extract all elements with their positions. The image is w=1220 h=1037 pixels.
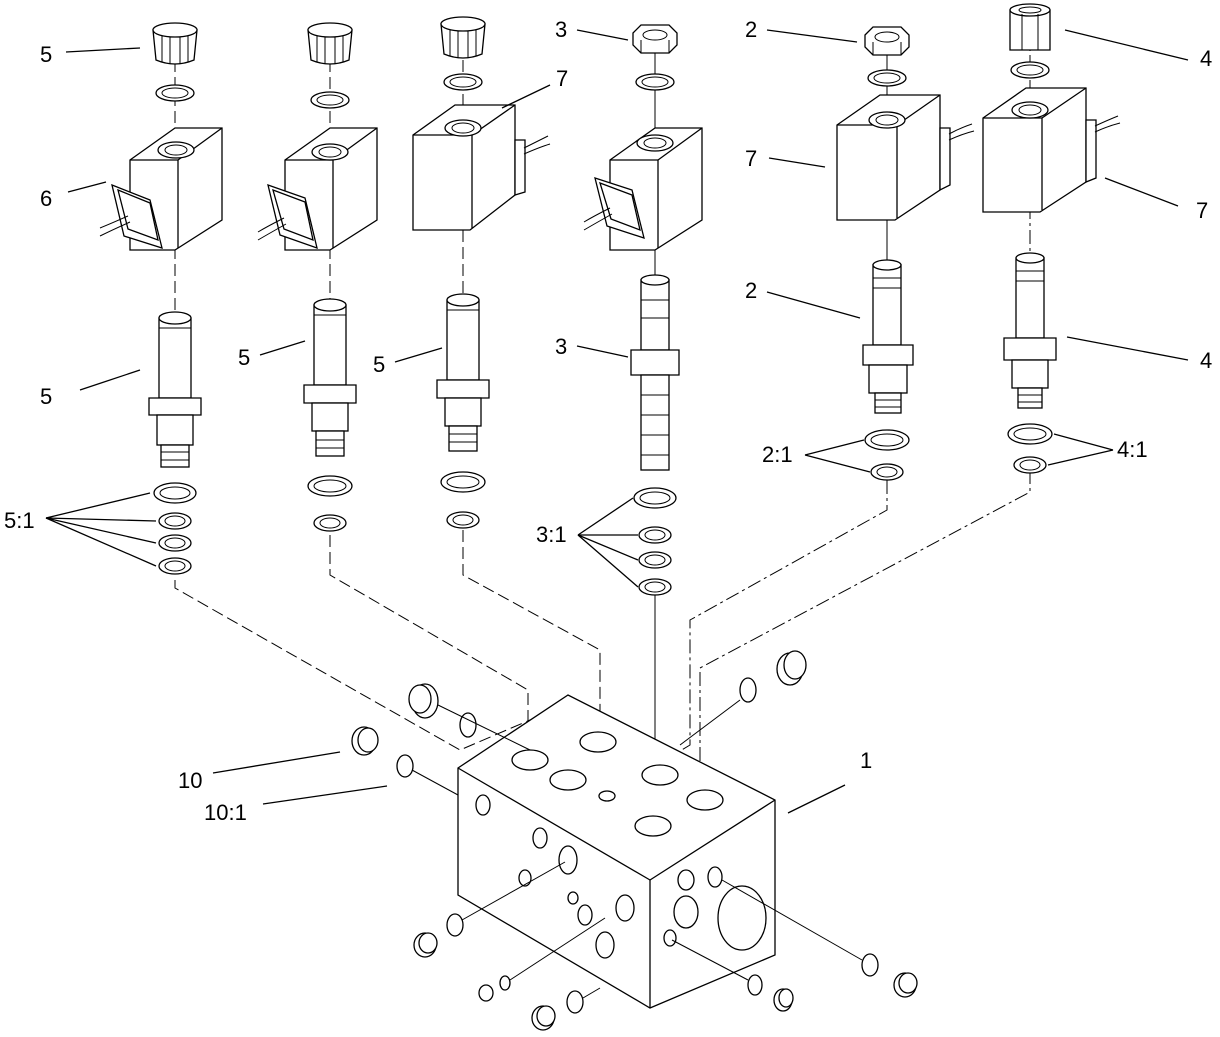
callout-3-1: 3:1	[536, 522, 567, 547]
valve-5c	[436, 293, 490, 452]
knurled-knob-2	[307, 22, 353, 65]
callout-4-nut: 4	[1200, 46, 1212, 71]
callout-4-valve: 4	[1200, 348, 1212, 373]
valve-3	[630, 274, 680, 471]
callout-1-manifold: 1	[860, 748, 872, 773]
plug-10	[351, 726, 459, 796]
callout-4-1: 4:1	[1117, 437, 1148, 462]
valve-5b	[303, 298, 357, 457]
valve-4	[1003, 252, 1057, 409]
callout-2-valve: 2	[745, 278, 757, 303]
manifold-block	[457, 694, 776, 1009]
coil-3	[583, 127, 703, 251]
plugs	[351, 650, 918, 1031]
hex-nut-3	[632, 24, 678, 54]
knurled-knob-3	[440, 16, 486, 59]
callout-10-plug: 10	[178, 768, 202, 793]
plug-bottom-4	[671, 939, 794, 1012]
callout-2-1: 2:1	[762, 442, 793, 467]
callout-7-coil-a: 7	[556, 66, 568, 91]
knurled-knob-1	[152, 22, 198, 65]
callout-10-1: 10:1	[204, 800, 247, 825]
o-ring-stacks	[153, 423, 1053, 596]
plug-bottom-2	[478, 917, 606, 1002]
callout-7-coil-c: 7	[1196, 198, 1208, 223]
callout-6-coil: 6	[40, 186, 52, 211]
top-o-rings	[155, 61, 1050, 109]
plug-top-right	[679, 650, 807, 746]
cartridge-valves	[148, 252, 1057, 471]
callout-5-valve-a: 5	[40, 384, 52, 409]
coils	[99, 87, 1121, 251]
callout-3-nut: 3	[555, 17, 567, 42]
callout-7-coil-b: 7	[745, 146, 757, 171]
coil-7b	[836, 94, 975, 221]
valve-5a	[148, 311, 202, 468]
knob-nut-row	[152, 3, 1051, 65]
callout-2-nut: 2	[745, 17, 757, 42]
plug-top-left	[408, 683, 531, 751]
callout-5-valve-b: 5	[238, 345, 250, 370]
coil-6	[99, 127, 223, 251]
plug-bottom-1	[413, 861, 566, 958]
callout-5-knob: 5	[40, 42, 52, 67]
callout-3-valve: 3	[555, 334, 567, 359]
callout-labels: 5 6 5 5 5 5:1 7 3 3 3:1 2 7 2 2:1 4 7 4 …	[4, 17, 1212, 825]
plug-bottom-3	[531, 987, 601, 1031]
valve-2	[862, 259, 914, 414]
callout-5-valve-c: 5	[373, 352, 385, 377]
callout-5-1: 5:1	[4, 508, 35, 533]
leader-lines	[45, 29, 1189, 814]
coil-5b	[257, 127, 378, 251]
coil-7a	[412, 104, 551, 231]
hex-nut-2	[864, 26, 910, 56]
plug-bottom-5	[721, 879, 918, 998]
coil-7c	[982, 87, 1121, 213]
hex-cap-4	[1009, 3, 1051, 51]
